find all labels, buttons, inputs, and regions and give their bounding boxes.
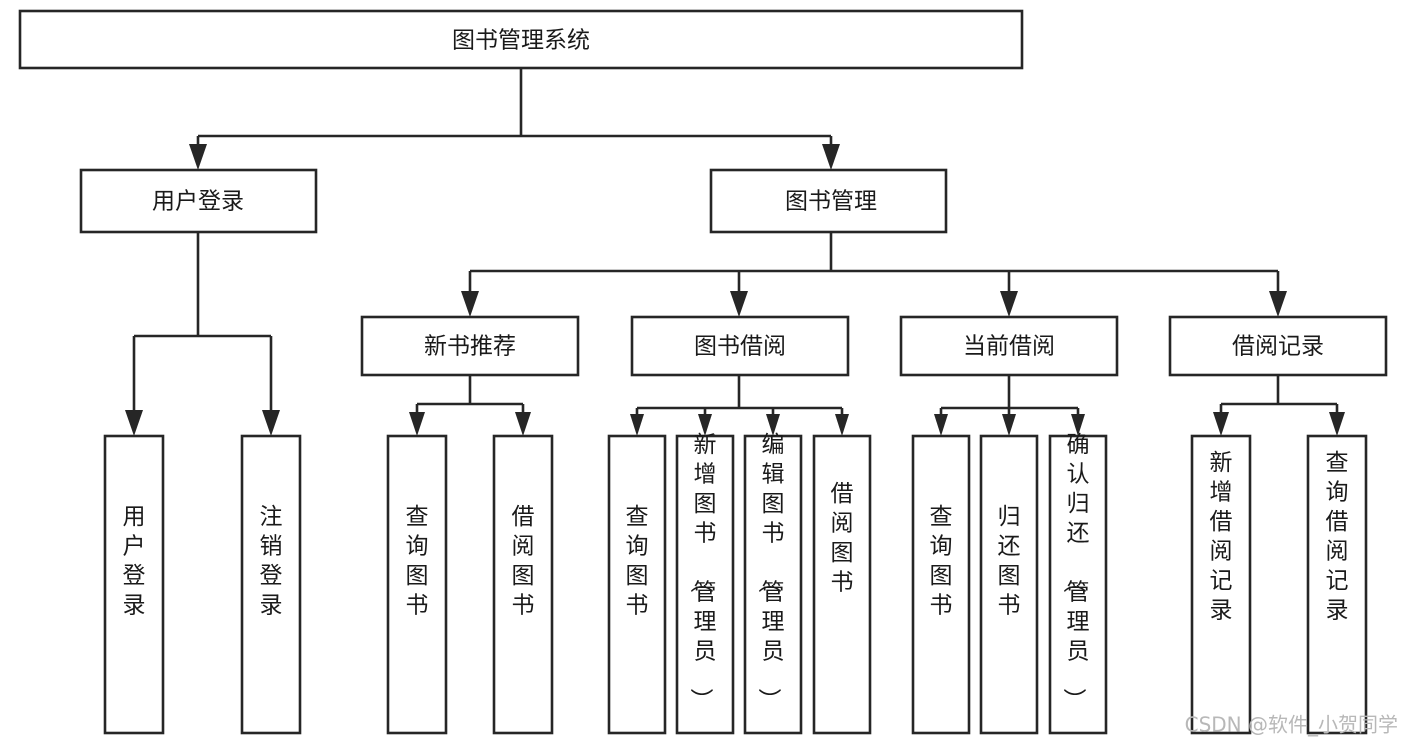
node-leaf-user-logout-label: 注销登录 bbox=[260, 504, 283, 619]
node-login[interactable]: 用户登录 bbox=[79, 168, 318, 234]
node-leaf-cb-return[interactable]: 归还图书 bbox=[979, 434, 1039, 735]
arrow-root-to-bookmgmt bbox=[822, 144, 840, 170]
node-leaf-cb-confirm-box[interactable] bbox=[1048, 434, 1108, 735]
node-leaf-cb-query-label: 查询图书 bbox=[930, 504, 953, 619]
edge-layer bbox=[125, 68, 1345, 436]
node-leaf-rc-query-box[interactable] bbox=[1306, 434, 1368, 735]
node-leaf-cb-confirm[interactable]: 确认归还（管理员） bbox=[1048, 432, 1108, 735]
arrow-borrow-to-borrowbook bbox=[835, 414, 849, 436]
node-leaf-cb-query-box[interactable] bbox=[911, 434, 971, 735]
node-records-box[interactable] bbox=[1168, 315, 1388, 377]
node-leaf-bw-query-label: 查询图书 bbox=[626, 504, 649, 619]
node-leaf-user-login-label: 用户登录 bbox=[123, 504, 146, 619]
arrow-borrow-to-edit bbox=[766, 414, 780, 436]
csdn-watermark: CSDN @软件_小贺同学 bbox=[1185, 713, 1398, 737]
node-current-label: 当前借阅 bbox=[963, 334, 1055, 360]
node-root[interactable]: 图书管理系统 bbox=[18, 9, 1024, 70]
arrow-bookmgmt-to-borrow bbox=[730, 291, 748, 317]
arrow-bookmgmt-to-records bbox=[1269, 291, 1287, 317]
arrow-current-to-query bbox=[934, 414, 948, 436]
arrow-root-to-login bbox=[189, 144, 207, 170]
node-root-box[interactable] bbox=[18, 9, 1024, 70]
node-leaf-bw-borrow[interactable]: 借阅图书 bbox=[812, 434, 872, 735]
node-leaf-rc-query[interactable]: 查询借阅记录 bbox=[1306, 434, 1368, 735]
node-records[interactable]: 借阅记录 bbox=[1168, 315, 1388, 377]
node-borrow[interactable]: 图书借阅 bbox=[630, 315, 850, 377]
node-login-label: 用户登录 bbox=[152, 189, 244, 215]
node-leaf-bw-add[interactable]: 新增图书（管理员） bbox=[675, 432, 735, 735]
arrow-newbook-to-borrow bbox=[515, 412, 531, 436]
node-leaf-rc-query-label: 查询借阅记录 bbox=[1326, 450, 1349, 624]
arrow-current-to-confirm bbox=[1071, 414, 1085, 436]
arrow-login-to-user-login bbox=[125, 410, 143, 436]
node-borrow-box[interactable] bbox=[630, 315, 850, 377]
node-leaf-cb-confirm-label: 确认归还（管理员） bbox=[1061, 432, 1090, 711]
node-root-label: 图书管理系统 bbox=[452, 28, 590, 54]
node-leaf-rc-add-box[interactable] bbox=[1190, 434, 1252, 735]
node-leaf-bw-borrow-label: 借阅图书 bbox=[831, 481, 854, 596]
node-leaf-nb-borrow-label: 借阅图书 bbox=[512, 504, 535, 619]
node-borrow-label: 图书借阅 bbox=[694, 334, 786, 360]
node-leaf-bw-edit[interactable]: 编辑图书（管理员） bbox=[743, 432, 803, 735]
arrow-records-to-query bbox=[1329, 412, 1345, 436]
node-current[interactable]: 当前借阅 bbox=[899, 315, 1119, 377]
node-leaf-bw-add-box[interactable] bbox=[675, 434, 735, 735]
node-leaf-bw-add-label: 新增图书（管理员） bbox=[688, 432, 717, 711]
node-leaf-bw-query-box[interactable] bbox=[607, 434, 667, 735]
node-current-box[interactable] bbox=[899, 315, 1119, 377]
node-leaf-nb-query-box[interactable] bbox=[386, 434, 448, 735]
node-leaf-bw-borrow-box[interactable] bbox=[812, 434, 872, 735]
node-leaf-bw-query[interactable]: 查询图书 bbox=[607, 434, 667, 735]
node-login-box[interactable] bbox=[79, 168, 318, 234]
node-newbook-label: 新书推荐 bbox=[424, 334, 516, 360]
node-leaf-rc-add[interactable]: 新增借阅记录 bbox=[1190, 434, 1252, 735]
node-bookmgmt[interactable]: 图书管理 bbox=[709, 168, 948, 234]
node-leaf-nb-borrow-box[interactable] bbox=[492, 434, 554, 735]
node-leaf-bw-edit-label: 编辑图书（管理员） bbox=[756, 432, 785, 711]
node-leaf-bw-edit-box[interactable] bbox=[743, 434, 803, 735]
node-leaf-user-login[interactable]: 用户登录 bbox=[103, 434, 165, 735]
node-leaf-cb-return-label: 归还图书 bbox=[998, 504, 1021, 619]
arrow-records-to-add bbox=[1213, 412, 1229, 436]
node-leaf-user-logout[interactable]: 注销登录 bbox=[240, 434, 302, 735]
arrow-borrow-to-add bbox=[698, 414, 712, 436]
arrow-bookmgmt-to-newbook bbox=[461, 291, 479, 317]
arrow-login-to-user-logout bbox=[262, 410, 280, 436]
node-leaf-nb-query-label: 查询图书 bbox=[406, 504, 429, 619]
node-newbook-box[interactable] bbox=[360, 315, 580, 377]
arrow-newbook-to-query bbox=[409, 412, 425, 436]
arrow-current-to-return bbox=[1002, 414, 1016, 436]
node-leaf-nb-query[interactable]: 查询图书 bbox=[386, 434, 448, 735]
node-records-label: 借阅记录 bbox=[1232, 334, 1324, 360]
node-leaf-cb-query[interactable]: 查询图书 bbox=[911, 434, 971, 735]
node-bookmgmt-box[interactable] bbox=[709, 168, 948, 234]
node-leaf-user-login-box[interactable] bbox=[103, 434, 165, 735]
node-bookmgmt-label: 图书管理 bbox=[785, 189, 877, 215]
node-leaf-nb-borrow[interactable]: 借阅图书 bbox=[492, 434, 554, 735]
arrow-bookmgmt-to-current bbox=[1000, 291, 1018, 317]
node-newbook[interactable]: 新书推荐 bbox=[360, 315, 580, 377]
arrow-borrow-to-query bbox=[630, 414, 644, 436]
node-leaf-cb-return-box[interactable] bbox=[979, 434, 1039, 735]
node-leaf-rc-add-label: 新增借阅记录 bbox=[1210, 450, 1233, 624]
node-leaf-user-logout-box[interactable] bbox=[240, 434, 302, 735]
